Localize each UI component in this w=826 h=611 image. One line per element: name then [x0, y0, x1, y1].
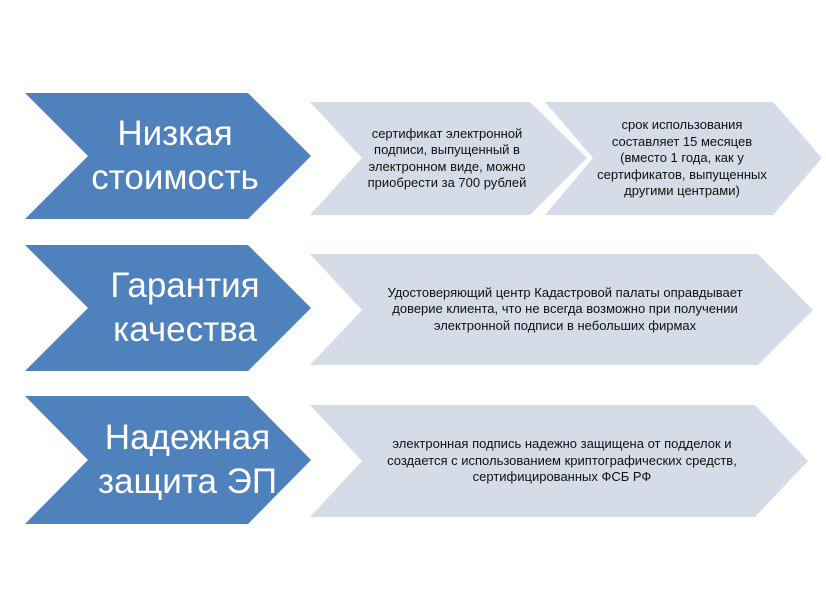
row3-detail-chevron — [310, 405, 808, 517]
row1-detail2-chevron — [545, 102, 822, 215]
row1-title-chevron — [25, 93, 311, 219]
row3-detail: электронная подпись надежно защищена от … — [387, 436, 737, 485]
row1-detail-2: срок использования составляет 15 месяцев… — [597, 117, 767, 199]
row1-detail1-chevron — [310, 102, 587, 215]
row1-title: Низкая стоимость — [91, 114, 259, 197]
row2-title-chevron — [25, 245, 311, 371]
row3-title-chevron — [25, 396, 311, 524]
row2-detail-chevron — [310, 254, 813, 365]
row2-title: Гарантия качества — [110, 266, 260, 349]
row1-detail-1: сертификат электронной подписи, выпущенн… — [367, 125, 527, 191]
row2-detail: Удостоверяющий центр Кадастровой палаты … — [387, 284, 743, 333]
row3-title: Надежная защита ЭП — [98, 418, 277, 501]
